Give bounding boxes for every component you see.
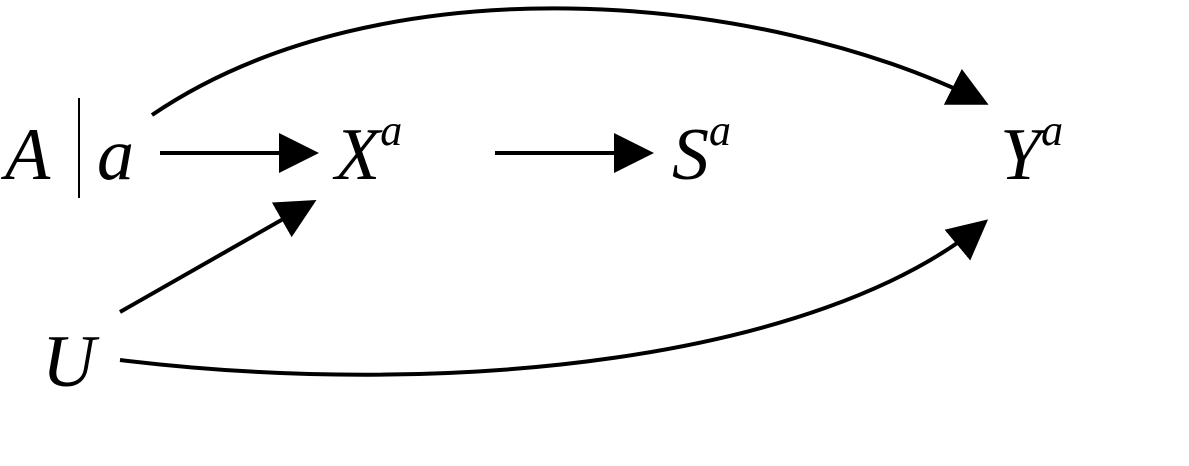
node-s-label: S (672, 114, 709, 196)
node-x-superscript: a (380, 106, 403, 156)
node-y: Ya (1000, 109, 1063, 192)
edge-u-to-y (119, 219, 989, 377)
node-u-label: U (42, 321, 96, 403)
node-x-label: X (335, 114, 381, 196)
node-u: U (42, 325, 95, 399)
edge-a-to-y (150, 6, 989, 117)
node-y-label: Y (1000, 114, 1042, 196)
node-s-superscript: a (709, 106, 731, 156)
node-x: Xa (335, 109, 402, 192)
node-a-condition-label: a (97, 114, 134, 196)
conditioning-bar (78, 98, 80, 198)
node-a: A (5, 118, 50, 192)
node-y-superscript: a (1041, 106, 1064, 156)
node-s: Sa (672, 109, 731, 192)
node-a-label: A (5, 114, 51, 196)
edge-u-to-x (119, 200, 317, 314)
node-a-condition: a (97, 118, 134, 192)
